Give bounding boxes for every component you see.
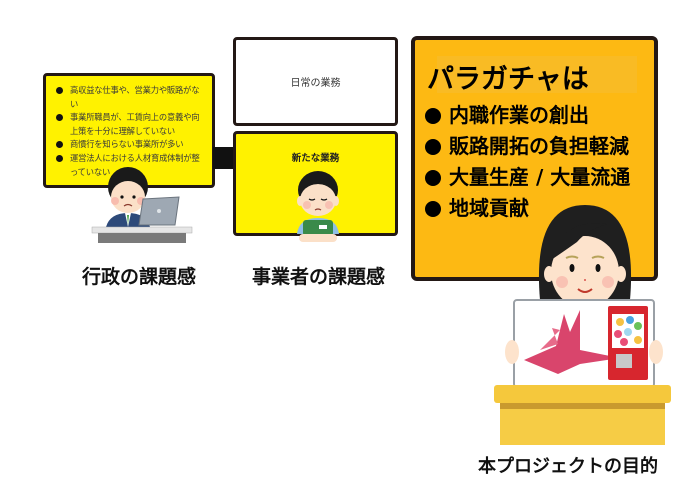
shop-worker-illustration: [297, 171, 339, 242]
admin-issue-item: 高収益な仕事や、営業力や販路がない: [56, 84, 206, 111]
admin-issues-caption: 行政の課題感: [82, 266, 197, 288]
office-worker-illustration: [91, 167, 193, 243]
project-title: パラガチャは: [427, 64, 589, 95]
new-work-label: 新たな業務: [291, 153, 340, 164]
purpose-list: 内職作業の創出 販路開拓の負担軽減 大量生産 / 大量流通 地域貢献: [423, 100, 630, 224]
presenter-illustration: [494, 205, 671, 445]
arrow-shaft: [213, 147, 237, 169]
title-highlight: [437, 56, 637, 93]
admin-issue-item: 運営法人における人材育成体制が整っていない: [56, 152, 206, 179]
business-issues-caption: 事業者の課題感: [252, 266, 386, 288]
admin-issue-item: 事業所職員が、工賃向上の意義や向上策を十分に理解していない: [56, 111, 206, 138]
purpose-item: 内職作業の創出: [423, 100, 630, 131]
project-goal-caption: 本プロジェクトの目的: [478, 456, 658, 477]
purpose-item: 地域貢献: [423, 193, 630, 224]
purpose-item: 販路開拓の負担軽減: [423, 131, 630, 162]
daily-work-label: 日常の業務: [290, 78, 341, 89]
purpose-item: 大量生産 / 大量流通: [423, 162, 630, 193]
admin-issues-list: 高収益な仕事や、営業力や販路がない 事業所職員が、工賃向上の意義や向上策を十分に…: [56, 84, 206, 179]
daily-work-box: 日常の業務: [233, 37, 398, 126]
admin-issue-item: 商慣行を知らない事業所が多い: [56, 138, 206, 152]
